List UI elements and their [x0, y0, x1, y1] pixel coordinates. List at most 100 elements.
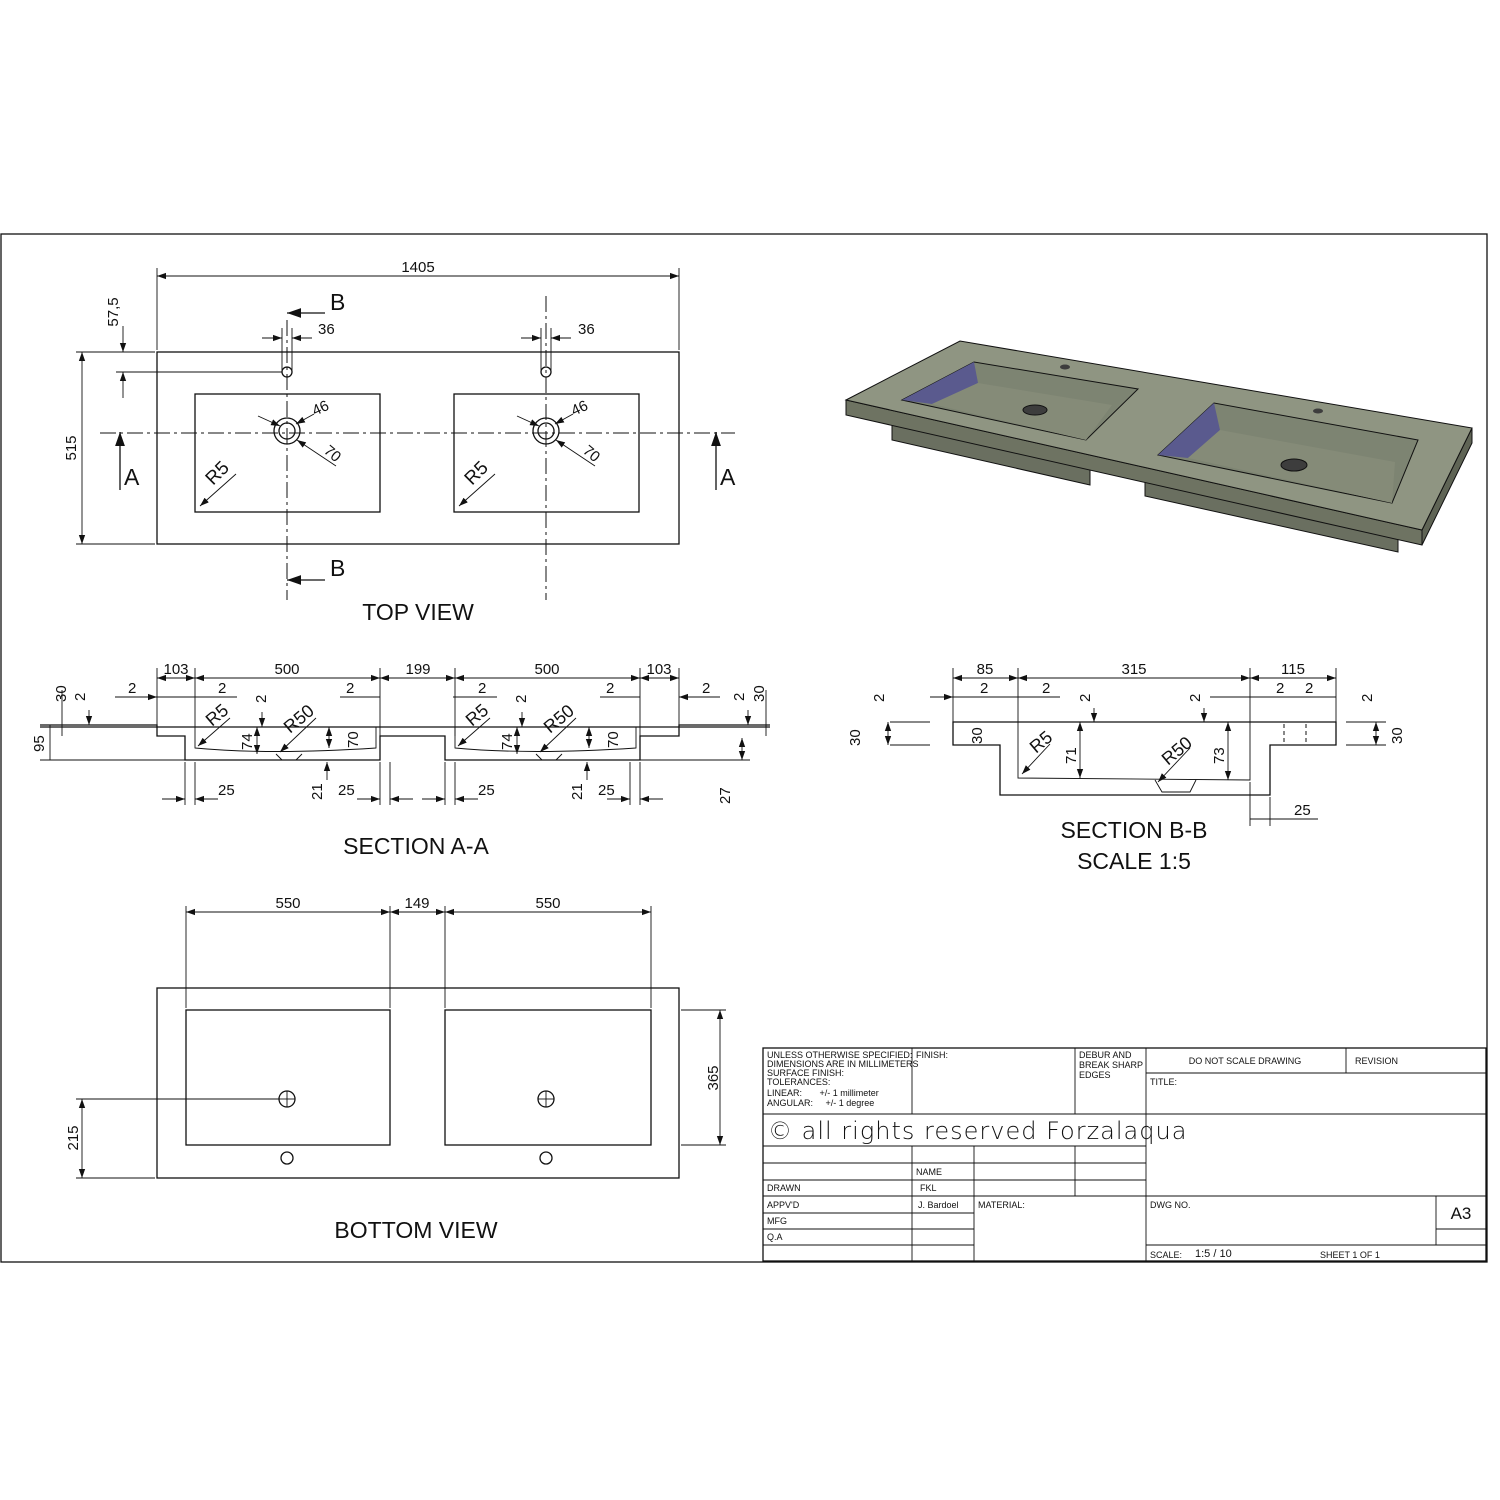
drain-left-inner: [278, 422, 296, 440]
dim-drain-70-left: 70: [320, 442, 344, 466]
dim-a-w25-a: 25: [218, 782, 235, 799]
dim-a-edge-left: 103: [163, 661, 188, 678]
dim-b-t2-c: 2: [1276, 680, 1284, 697]
section-mark-b-bottom: B: [330, 555, 345, 581]
dim-b-h30-left: 30: [847, 729, 864, 746]
section-bb-label: SECTION B-B: [1061, 817, 1208, 843]
dim-radius-left: R5: [202, 458, 234, 490]
tb-note-3: SURFACE FINISH:: [767, 1068, 844, 1078]
section-mark-a-left: A: [124, 464, 140, 490]
dim-overall-length: 1405: [401, 259, 434, 276]
dim-a-thick-right: 30: [751, 685, 768, 702]
dim-a-w21-b: 21: [569, 783, 586, 800]
section-b-b: 85 315 115 2 2 2 2 2 2 2 2 30 30 30 R5 R…: [847, 661, 1406, 874]
dim-a-w25-c: 25: [478, 782, 495, 799]
tb-title-label: TITLE:: [1150, 1077, 1177, 1087]
dim-drain-46-left: 46: [310, 397, 332, 419]
dim-b-front: 85: [977, 661, 994, 678]
dim-a-total-height: 95: [31, 735, 48, 752]
bottom-outline: [156, 987, 680, 1179]
dim-b-t2-h: 2: [1359, 694, 1376, 702]
dim-b-h30-inner: 30: [969, 727, 986, 744]
dim-a-d27: 27: [717, 787, 734, 804]
dim-bottom-box-left: 550: [275, 895, 300, 912]
dim-a-r50-right: R50: [540, 701, 578, 738]
section-aa-label: SECTION A-A: [343, 833, 489, 859]
tb-approved-name: J. Bardoel: [918, 1200, 959, 1210]
dim-a-t2-h: 2: [731, 693, 748, 701]
drain-right-outer: [532, 417, 560, 445]
under-box-left: [185, 1009, 391, 1146]
dim-b-basin: 315: [1121, 661, 1146, 678]
dim-a-t2-b: 2: [218, 680, 226, 697]
dim-a-r5-left: R5: [202, 700, 232, 730]
dim-b-back: 115: [1281, 661, 1305, 678]
tb-finish: FINISH:: [916, 1050, 948, 1060]
section-a-a: 103 500 199 500 103 2 2 2 2 2 2 2 2 2 2 …: [31, 661, 770, 859]
dim-b-t2-g: 2: [1187, 694, 1204, 702]
dim-b-d71: 71: [1063, 747, 1080, 764]
dim-b-w25: 25: [1294, 802, 1311, 819]
tb-note-2: DIMENSIONS ARE IN MILLIMETERS: [767, 1059, 919, 1069]
section-a-profile: [40, 724, 770, 761]
dim-a-gap: 199: [405, 661, 430, 678]
tb-note-6: ANGULAR: +/- 1 degree: [767, 1098, 874, 1108]
drain-right-inner: [537, 422, 555, 440]
dim-b-r50: R50: [1158, 733, 1196, 770]
tb-size: A3: [1451, 1204, 1472, 1223]
tb-sheet: SHEET 1 OF 1: [1320, 1250, 1380, 1260]
section-mark-b-top: B: [330, 289, 345, 315]
dim-bottom-drain-offset: 215: [65, 1125, 82, 1150]
isometric-basin-render: [844, 340, 1473, 553]
dim-a-r5-right: R5: [462, 700, 492, 730]
sheet-border: [0, 233, 1488, 1263]
dim-a-r50-left: R50: [280, 701, 318, 738]
bottom-tap-right: [539, 1151, 553, 1165]
dim-a-basin-left: 500: [274, 661, 299, 678]
dim-b-t2-d: 2: [1305, 680, 1313, 697]
dim-a-74-right: 74: [499, 733, 516, 750]
tb-debur-1: DEBUR AND: [1079, 1050, 1132, 1060]
dim-overall-width: 515: [63, 435, 80, 460]
bottom-tap-left: [280, 1151, 294, 1165]
dim-tap-36-left: 36: [318, 321, 335, 338]
section-bb-scale: SCALE 1:5: [1077, 848, 1191, 874]
bottom-view-label: BOTTOM VIEW: [334, 1217, 497, 1243]
tb-drawn-label: DRAWN: [767, 1183, 801, 1193]
section-b-profile: [952, 721, 1337, 796]
tb-mfg-label: MFG: [767, 1216, 787, 1226]
tb-qa-label: Q.A: [767, 1232, 783, 1242]
dim-a-edge-right: 103: [646, 661, 671, 678]
dim-a-t2-c: 2: [346, 680, 354, 697]
tb-copyright: © all rights reserved Forzalaqua: [768, 1117, 1187, 1145]
dim-a-74-left: 74: [239, 733, 256, 750]
drain-left-outer: [273, 417, 301, 445]
dim-a-t2-j: 2: [513, 695, 530, 703]
dim-a-70-left: 70: [345, 731, 362, 748]
dim-b-h30-right: 30: [1389, 727, 1406, 744]
dim-a-t2-g: 2: [72, 693, 89, 701]
tb-drawn-name: FKL: [920, 1183, 937, 1193]
tb-material-label: MATERIAL:: [978, 1200, 1025, 1210]
dim-b-t2-a: 2: [980, 680, 988, 697]
dim-a-basin-right: 500: [534, 661, 559, 678]
dim-a-w25-b: 25: [338, 782, 355, 799]
dim-radius-right: R5: [461, 458, 493, 490]
dim-bottom-gap: 149: [404, 895, 429, 912]
dim-b-d73: 73: [1211, 747, 1228, 764]
top-view: 36 36 46 70 46 70 R5 R5 1405 515 57,5: [63, 259, 736, 625]
top-view-label: TOP VIEW: [362, 599, 474, 625]
tb-scale-value: 1:5 / 10: [1195, 1248, 1232, 1260]
dim-a-t2-a: 2: [128, 680, 136, 697]
tb-debur-3: EDGES: [1079, 1070, 1111, 1080]
dim-tap-36-right: 36: [578, 321, 595, 338]
tb-note-1: UNLESS OTHERWISE SPECIFIED:: [767, 1050, 912, 1060]
dim-a-w21-a: 21: [309, 783, 326, 800]
tb-name-label: NAME: [916, 1167, 942, 1177]
dim-a-t2-e: 2: [606, 680, 614, 697]
tb-note-4: TOLERANCES:: [767, 1077, 830, 1087]
bottom-view: 550 149 550 365 215 BOTTOM VIEW: [65, 895, 726, 1243]
tb-scale-label: SCALE:: [1150, 1250, 1182, 1260]
dim-b-t2-b: 2: [1042, 680, 1050, 697]
